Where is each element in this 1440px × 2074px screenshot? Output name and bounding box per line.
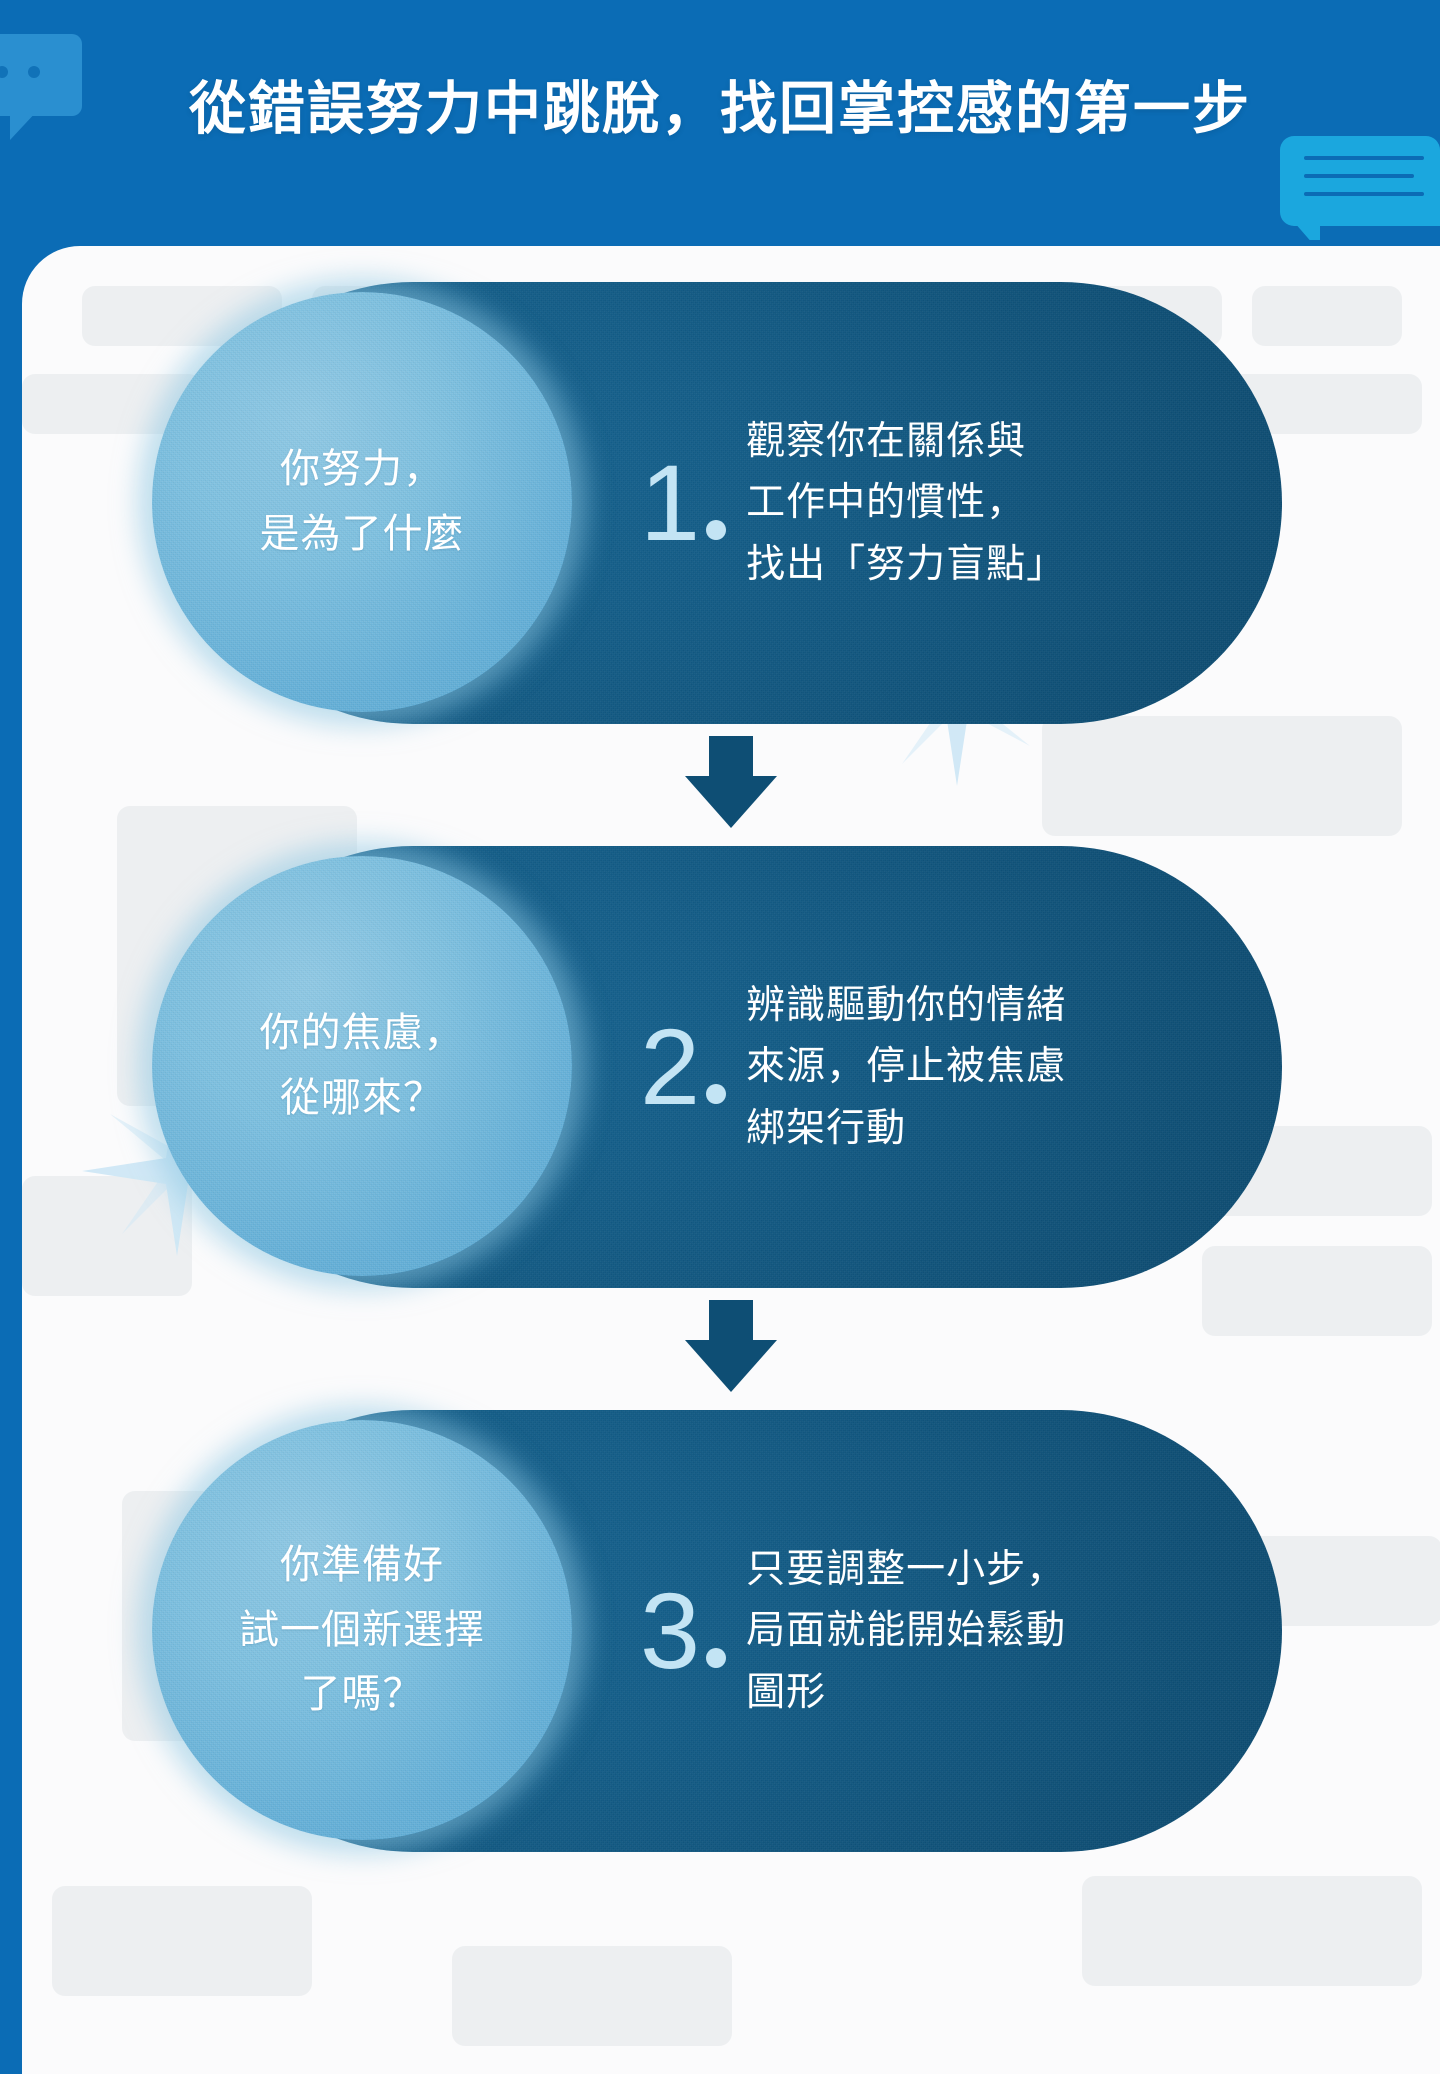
bubble-line <box>1304 156 1424 160</box>
step-connector-arrow <box>22 1300 1440 1392</box>
step-item: 2 辨識驅動你的情緒 來源，停止被焦慮 綁架行動 你的焦慮， 從哪來？ <box>152 846 1282 1288</box>
bubble-line <box>1304 174 1414 178</box>
step-number: 1 <box>640 442 727 563</box>
arrow-head <box>685 1340 777 1392</box>
step-number-dot <box>706 1084 727 1104</box>
step-description: 辨識驅動你的情緒 來源，停止被焦慮 綁架行動 <box>746 983 1067 1150</box>
step-number-digit: 1 <box>640 442 700 563</box>
speech-bubble-icon-left <box>0 34 82 140</box>
step-question-label: 你努力， 是為了什麼 <box>259 447 465 556</box>
step-number-digit: 3 <box>640 1570 700 1691</box>
step-item: 3 只要調整一小步， 局面就能開始鬆動 圖形 你準備好 試一個新選擇 了嗎？ <box>152 1410 1282 1852</box>
bubble-dot <box>28 66 40 78</box>
bubble-dots <box>0 66 40 78</box>
step-number-dot <box>706 1648 727 1668</box>
step-number-digit: 2 <box>640 1006 700 1127</box>
bubble-line <box>1304 192 1424 196</box>
page-title: 從錯誤努力中跳脫，找回掌控感的第一步 <box>189 77 1251 141</box>
speech-bubble-icon-right <box>1280 136 1440 240</box>
arrow-shaft <box>709 736 753 780</box>
page-header: 從錯誤努力中跳脫，找回掌控感的第一步 <box>0 0 1440 240</box>
step-content: 2 辨識驅動你的情緒 來源，停止被焦慮 綁架行動 <box>640 846 1260 1288</box>
step-question-label: 你的焦慮， 從哪來？ <box>259 1011 465 1120</box>
step-description: 只要調整一小步， 局面就能開始鬆動 圖形 <box>746 1547 1067 1714</box>
step-number: 3 <box>640 1570 727 1691</box>
step-question-circle: 你準備好 試一個新選擇 了嗎？ <box>152 1420 572 1840</box>
bubble-lines <box>1304 156 1424 210</box>
bubble-dot <box>0 66 8 78</box>
arrow-head <box>685 776 777 828</box>
step-question-circle: 你的焦慮， 從哪來？ <box>152 856 572 1276</box>
step-number-dot <box>706 520 727 540</box>
step-question-label: 你準備好 試一個新選擇 了嗎？ <box>239 1542 485 1717</box>
arrow-shaft <box>709 1300 753 1344</box>
step-description: 觀察你在關係與 工作中的慣性， 找出「努力盲點」 <box>746 419 1067 586</box>
step-connector-arrow <box>22 736 1440 828</box>
circle-texture <box>152 1420 572 1840</box>
step-content: 3 只要調整一小步， 局面就能開始鬆動 圖形 <box>640 1410 1260 1852</box>
circle-texture <box>152 292 572 712</box>
step-number: 2 <box>640 1006 727 1127</box>
step-question-circle: 你努力， 是為了什麼 <box>152 292 572 712</box>
step-content: 1 觀察你在關係與 工作中的慣性， 找出「努力盲點」 <box>640 282 1260 724</box>
content-panel: 1 觀察你在關係與 工作中的慣性， 找出「努力盲點」 你努力， 是為了什麼 2 <box>22 246 1440 2074</box>
circle-texture <box>152 856 572 1276</box>
step-item: 1 觀察你在關係與 工作中的慣性， 找出「努力盲點」 你努力， 是為了什麼 <box>152 282 1282 724</box>
